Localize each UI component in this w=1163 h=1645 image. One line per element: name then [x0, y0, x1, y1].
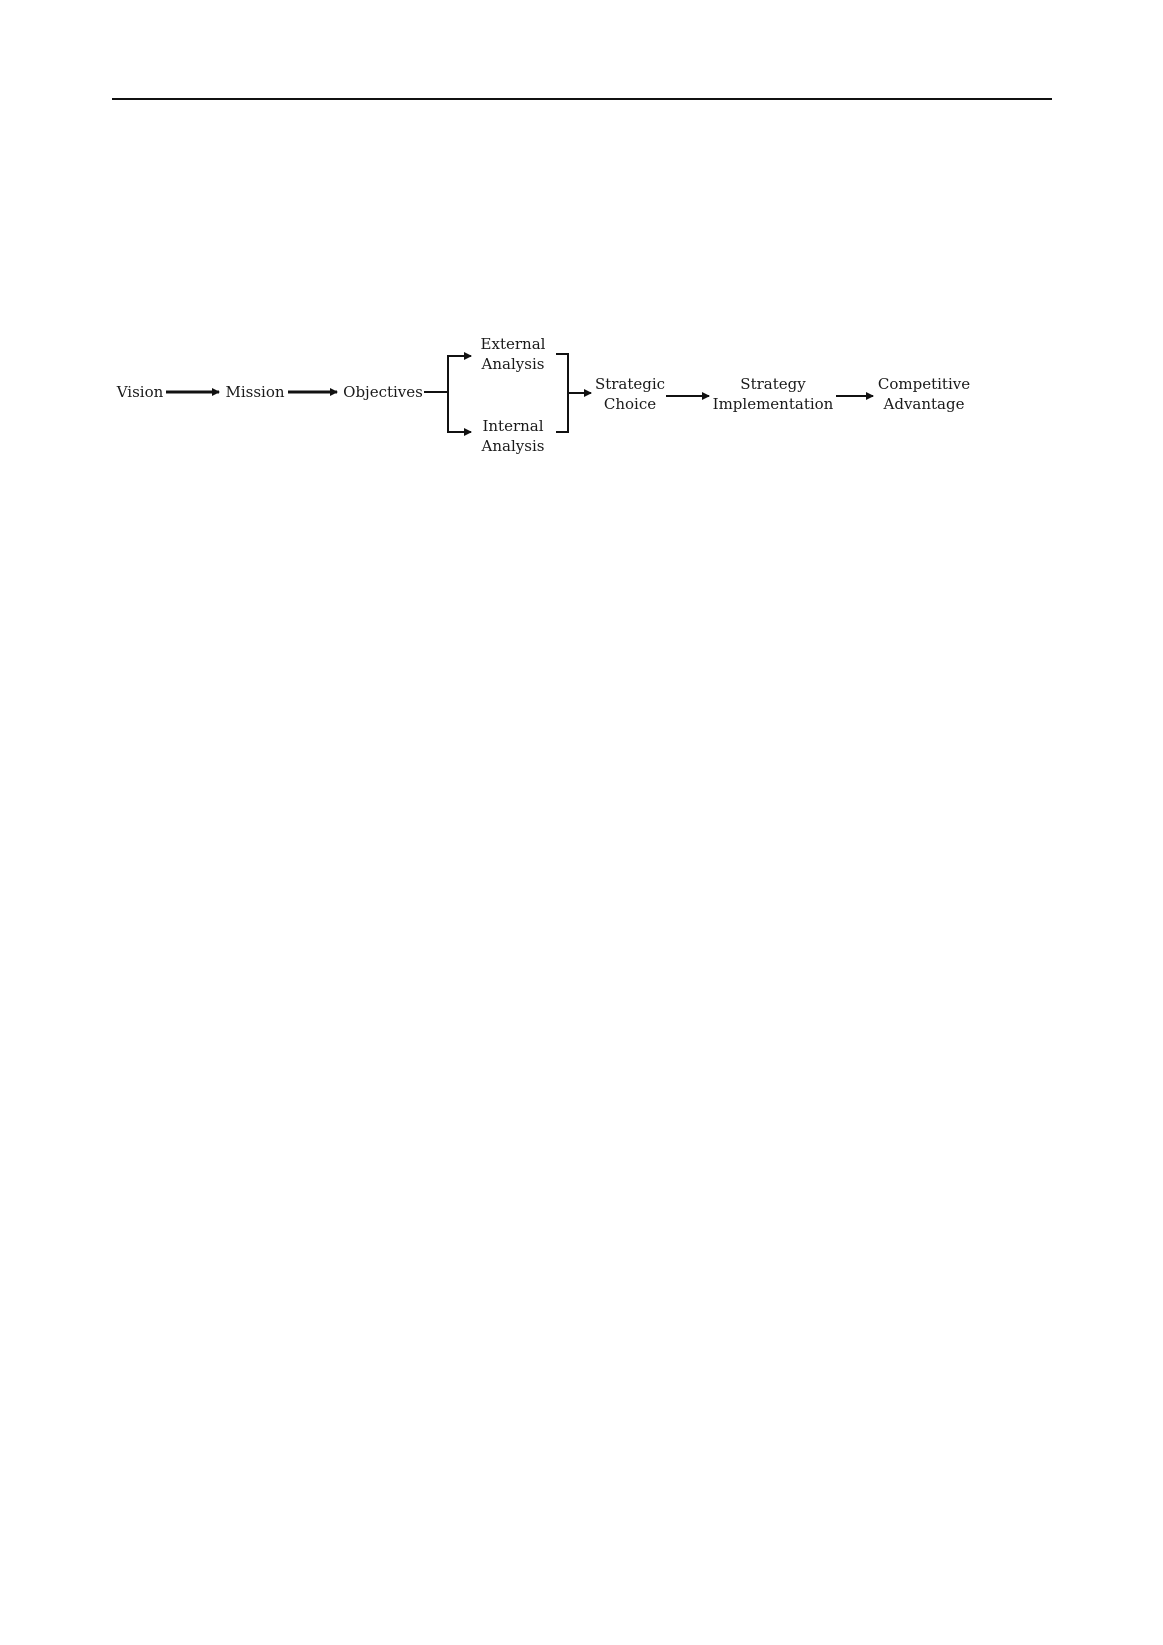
node-objectives-line-1: Objectives	[341, 382, 425, 402]
node-external-analysis-line-1: External	[472, 334, 554, 354]
node-mission: Mission	[222, 382, 288, 402]
node-vision: Vision	[112, 382, 168, 402]
node-vision-line-1: Vision	[112, 382, 168, 402]
node-competitive-advantage: Competitive Advantage	[874, 374, 974, 414]
node-strategic-choice: Strategic Choice	[592, 374, 668, 414]
node-internal-analysis-line-1: Internal	[472, 416, 554, 436]
node-strategy-implementation: Strategy Implementation	[709, 374, 837, 414]
node-mission-line-1: Mission	[222, 382, 288, 402]
node-internal-analysis-line-2: Analysis	[472, 436, 554, 456]
node-competitive-advantage-line-1: Competitive	[874, 374, 974, 394]
node-strategic-choice-line-1: Strategic	[592, 374, 668, 394]
node-strategy-implementation-line-1: Strategy	[709, 374, 837, 394]
node-competitive-advantage-line-2: Advantage	[874, 394, 974, 414]
node-objectives: Objectives	[341, 382, 425, 402]
node-internal-analysis: Internal Analysis	[472, 416, 554, 456]
node-external-analysis: External Analysis	[472, 334, 554, 374]
node-strategic-choice-line-2: Choice	[592, 394, 668, 414]
node-strategy-implementation-line-2: Implementation	[709, 394, 837, 414]
node-external-analysis-line-2: Analysis	[472, 354, 554, 374]
merge-bracket	[556, 354, 568, 432]
